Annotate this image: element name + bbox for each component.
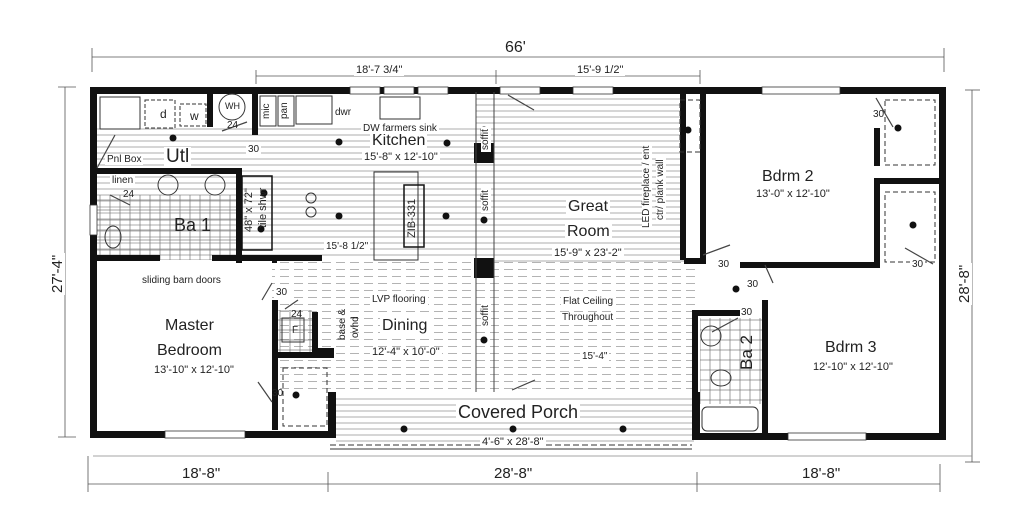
island-note: ZIB-331 bbox=[406, 198, 418, 238]
fireplace-note-2: ctr/ plank wall bbox=[655, 157, 666, 222]
soffit-note-1: soffit bbox=[480, 127, 491, 152]
room-master-size: 13'-10" x 12'-10" bbox=[152, 364, 236, 376]
base-ovhd-note-1: base & bbox=[337, 308, 348, 340]
bottom-right-label: 18'-8" bbox=[800, 465, 843, 482]
door-size-bdrm2-closet: 30 bbox=[873, 109, 885, 120]
shower-size-note: 48" x 72" bbox=[243, 188, 255, 232]
door-size-mech: 24 bbox=[291, 309, 303, 320]
room-bath2-label: Ba 2 bbox=[737, 335, 756, 370]
door-size-master-closet: 30 bbox=[272, 388, 284, 399]
room-great-label-1: Great bbox=[566, 198, 611, 215]
linen-note: linen bbox=[110, 175, 136, 186]
pantry-note: pan bbox=[279, 102, 290, 119]
door-size-linen: 24 bbox=[123, 189, 135, 200]
bottom-left-label: 18'-8" bbox=[180, 465, 223, 482]
room-bedroom3-size: 12'-10" x 12'-10" bbox=[811, 361, 895, 373]
door-size-bdrm3: 30 bbox=[747, 279, 759, 290]
left-height-label: 27'-4" bbox=[49, 252, 66, 295]
overall-width-label: 66' bbox=[503, 39, 528, 56]
room-bedroom2-size: 13'-0" x 12'-10" bbox=[754, 188, 832, 200]
dryer-note: d bbox=[160, 107, 167, 121]
interior-walls bbox=[90, 87, 944, 434]
base-ovhd-note-2: ovhd bbox=[350, 316, 361, 338]
shower-type-note: tile shwr bbox=[257, 187, 269, 228]
bottom-center-label: 28'-8" bbox=[492, 465, 535, 482]
soffit-note-3: soffit bbox=[480, 303, 491, 328]
door-size-bdrm2: 30 bbox=[716, 259, 732, 270]
furnace-note: F bbox=[292, 325, 299, 336]
door-size-utl: 30 bbox=[246, 144, 262, 155]
fireplace-note-1: LED fireplace / ent bbox=[641, 143, 652, 230]
microwave-note: mic bbox=[261, 103, 272, 119]
room-master-label-2: Bedroom bbox=[155, 342, 224, 359]
room-master-label-1: Master bbox=[163, 317, 216, 334]
room-kitchen-label: Kitchen bbox=[370, 132, 428, 149]
room-dining-size: 12'-4" x 10'-0" bbox=[370, 346, 442, 358]
dining-run-note: 15'-4" bbox=[580, 351, 610, 362]
room-bath1-label: Ba 1 bbox=[174, 215, 212, 235]
room-bedroom2-label: Bdrm 2 bbox=[760, 168, 816, 185]
door-size-bdrm3-closet: 30 bbox=[910, 259, 926, 270]
door-swings bbox=[96, 94, 934, 403]
floor-patterns bbox=[96, 92, 762, 444]
door-size-wh: 24 bbox=[227, 120, 239, 131]
door-size-master: 30 bbox=[274, 287, 290, 298]
lvp-note: LVP flooring bbox=[370, 294, 428, 305]
top-segment-1-label: 18'-7 3/4" bbox=[354, 64, 405, 76]
right-height-label: 28'-8" bbox=[956, 262, 973, 305]
room-kitchen-size: 15'-8" x 12'-10" bbox=[362, 151, 440, 163]
room-utility-label: Utl bbox=[164, 146, 192, 167]
room-porch-label: Covered Porch bbox=[456, 402, 581, 422]
room-great-label-2: Room bbox=[565, 223, 612, 240]
flat-ceiling-note-2: Throughout bbox=[560, 312, 616, 323]
top-segment-2-label: 15'-9 1/2" bbox=[575, 64, 626, 76]
room-porch-size: 4'-6" x 28'-8" bbox=[480, 436, 546, 448]
washer-note: w bbox=[190, 109, 199, 123]
room-dining-label: Dining bbox=[380, 317, 430, 334]
room-bedroom3-label: Bdrm 3 bbox=[823, 339, 879, 356]
windows bbox=[89, 86, 867, 441]
panel-box-note: Pnl Box bbox=[105, 154, 144, 165]
drawer-note: dwr bbox=[333, 107, 354, 118]
dimension-lines bbox=[58, 48, 980, 492]
kitchen-run-note: 15'-8 1/2" bbox=[324, 241, 371, 252]
flat-ceiling-note-1: Flat Ceiling bbox=[561, 296, 616, 307]
soffit-note-2: soffit bbox=[480, 188, 491, 213]
door-size-ba2: 30 bbox=[741, 307, 753, 318]
room-great-size: 15'-9" x 23'-2" bbox=[552, 247, 624, 259]
barn-doors-note: sliding barn doors bbox=[140, 275, 223, 286]
water-heater-note: WH bbox=[225, 101, 240, 111]
dw-sink-note: DW farmers sink bbox=[361, 123, 439, 134]
